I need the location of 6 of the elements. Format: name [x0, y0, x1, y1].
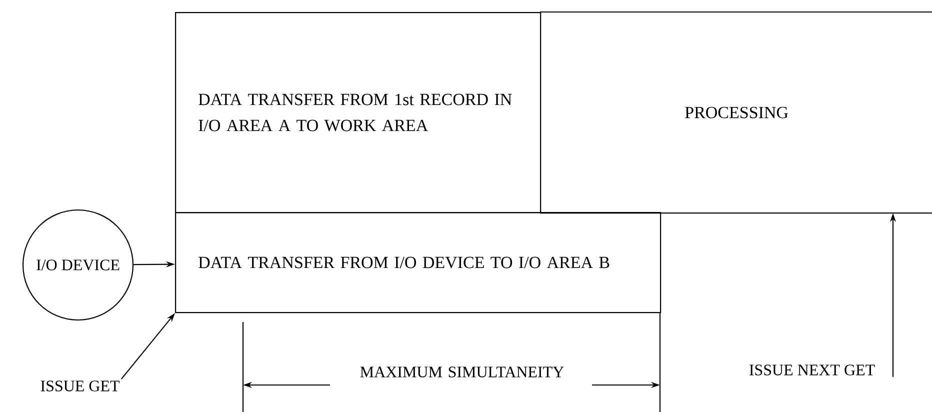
note-text: ISSUE NEXT GET [749, 364, 875, 376]
process-box: DATA TRANSFER FROM 1st RECORD IN I/O AREA A TO WORK AREA [175, 12, 542, 214]
dimension-label: MAXIMUM SIMULTANEITY [360, 366, 564, 378]
process-box: DATA TRANSFER FROM I/O DEVICE TO I/O AREA B [175, 212, 662, 314]
process-box: PROCESSING [540, 11, 932, 214]
note-text: ISSUE GET [40, 380, 120, 392]
